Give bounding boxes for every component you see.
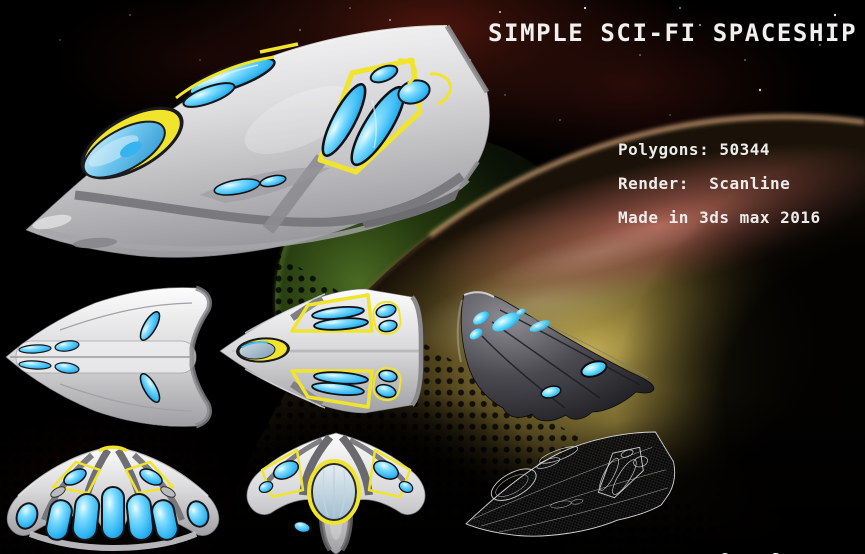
render-wireframe-view bbox=[465, 431, 676, 537]
author-credit: by Stepan Dologopolov aka AIW bbox=[698, 522, 848, 554]
planet-limb-glow bbox=[428, 114, 865, 238]
spec-polygons: Polygons: 50344 bbox=[618, 140, 770, 159]
render-front-view bbox=[246, 432, 426, 554]
cockpit-canopy-top bbox=[236, 337, 290, 363]
render-bottom-view bbox=[5, 285, 212, 429]
render-rear-engines-view bbox=[6, 445, 220, 551]
cockpit-canopy-front bbox=[307, 459, 361, 525]
cockpit-canopy bbox=[80, 106, 184, 180]
model-specs: Polygons: 50344 Render: Scanline Made in… bbox=[618, 140, 821, 242]
render-perspective-view bbox=[25, 24, 490, 258]
author-name: by Stepan Dologopolov bbox=[698, 552, 848, 554]
render-rear-quarter-view bbox=[456, 291, 655, 422]
spec-made-in: Made in 3ds max 2016 bbox=[618, 208, 821, 227]
render-top-view bbox=[219, 288, 424, 414]
poster-title: SIMPLE SCI-FI SPACESHIP bbox=[488, 19, 858, 47]
spec-render: Render: Scanline bbox=[618, 174, 791, 193]
